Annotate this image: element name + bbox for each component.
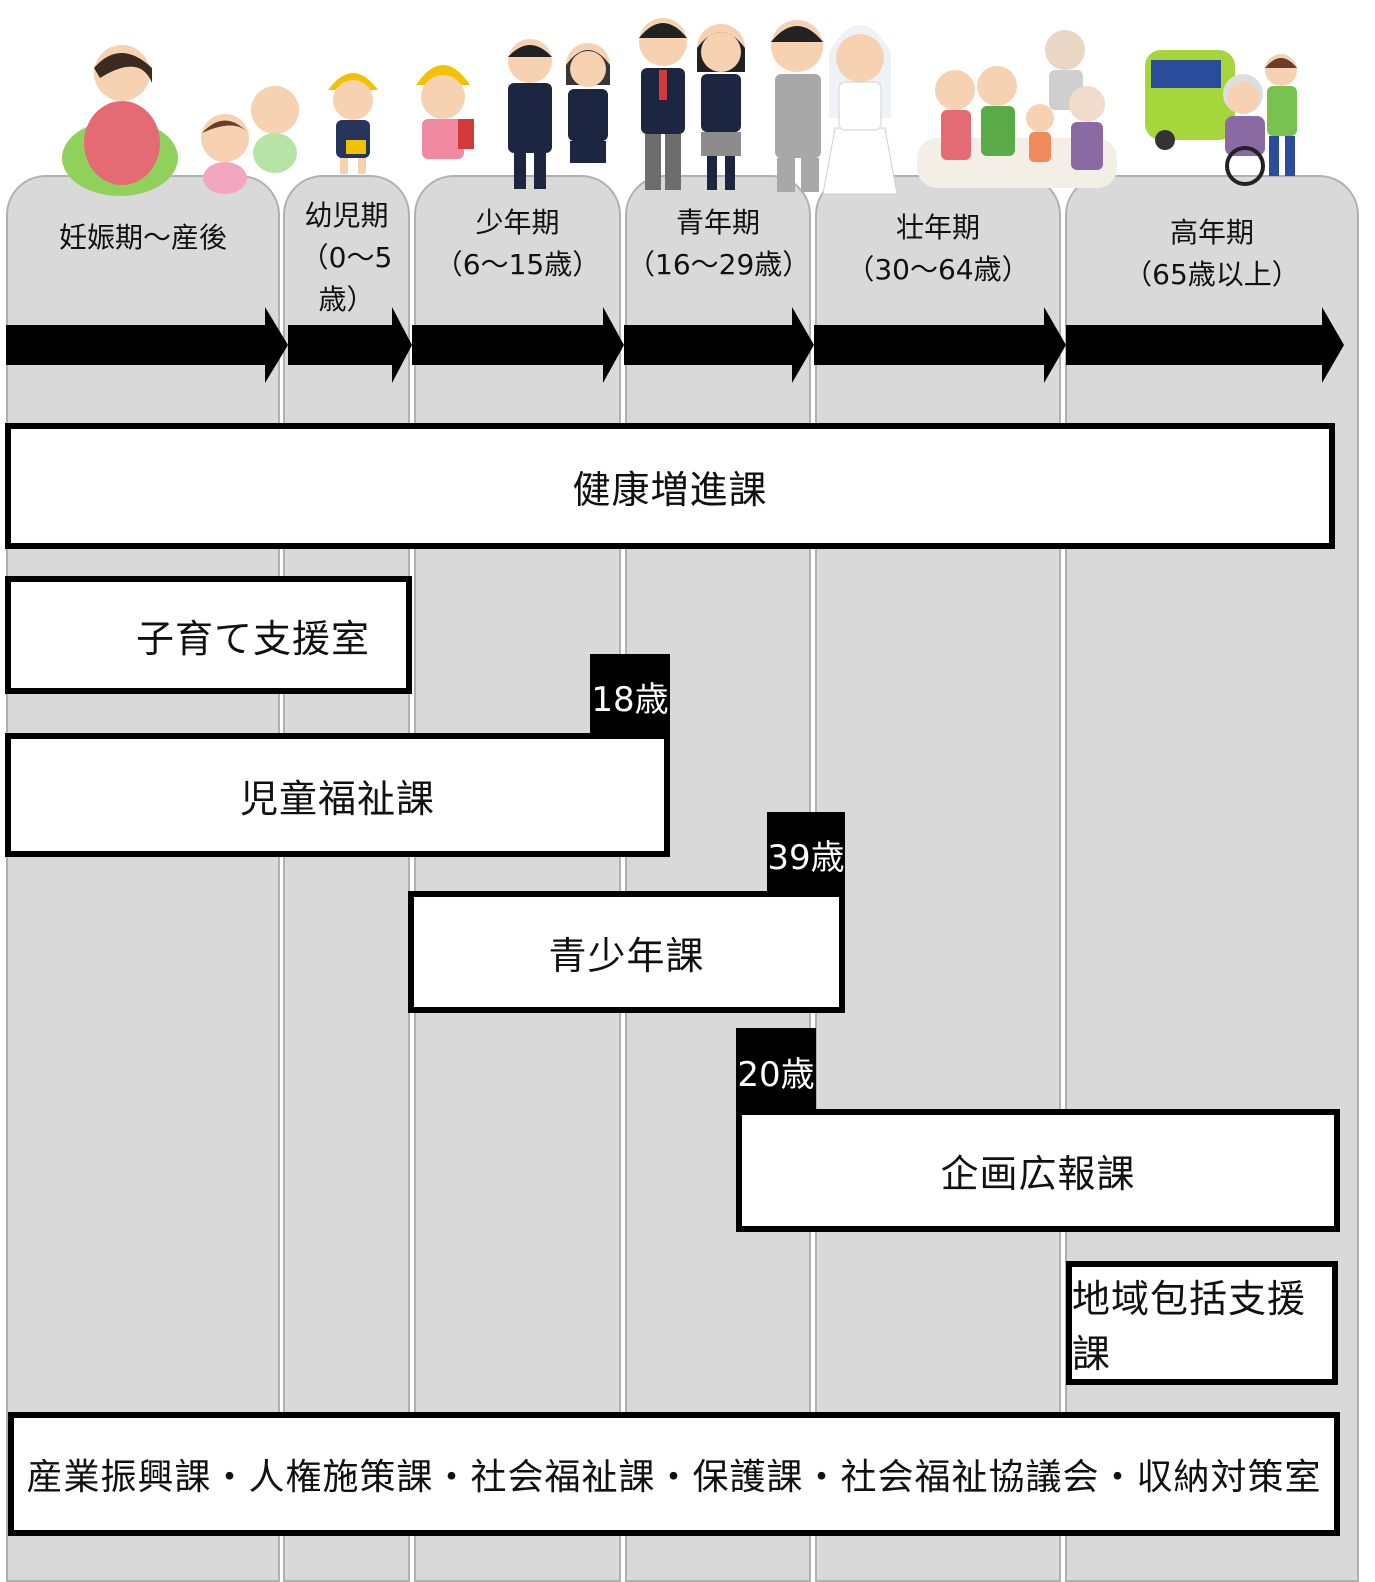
kenko-zoshin-bar: 健康増進課 <box>5 423 1335 549</box>
jido-fukushi-bar: 児童福祉課 <box>5 733 670 857</box>
kenko-zoshin-label: 健康増進課 <box>572 467 768 512</box>
stage-label-elderly: 高年期 （65歳以上） <box>1124 216 1300 291</box>
arrow-young-adult <box>624 307 814 383</box>
kikaku-age-limit-label: 20歳 <box>737 1054 815 1095</box>
other-departments-bar: 産業振興課・人権施策課・社会福祉課・保護課・社会福祉協議会・収納対策室 <box>8 1412 1340 1536</box>
kikaku-koho-label: 企画広報課 <box>940 1152 1136 1196</box>
stage-label-middle-age: 壮年期 （30～64歳） <box>846 211 1030 286</box>
chiiki-hokatsu-label: 地域包括支援課 <box>1072 1277 1307 1376</box>
stage-label-youth: 少年期 （6～15歳） <box>434 206 601 281</box>
arrow-youth <box>412 307 624 383</box>
kosodate-shien-bar: 子育て支援室 <box>5 576 412 694</box>
jido-fukushi-label: 児童福祉課 <box>239 776 435 821</box>
stage-label-pregnancy: 妊娠期～産後 <box>58 221 227 254</box>
seishonen-age-limit-tag: 39歳 <box>767 812 845 896</box>
pregnant-woman-and-babies-illustration <box>62 45 299 196</box>
kindergarten-child-illustration <box>328 73 378 174</box>
seishonen-bar: 青少年課 <box>408 891 845 1013</box>
stage-column-pregnancy: 妊娠期～産後 <box>6 175 280 1582</box>
arrow-elderly <box>1066 307 1344 383</box>
chiiki-hokatsu-bar: 地域包括支援課 <box>1066 1261 1338 1385</box>
wedding-couple-and-family-illustration <box>771 20 1117 195</box>
life-stage-arrows <box>6 307 1344 383</box>
jido-age-limit-label: 18歳 <box>591 679 669 720</box>
arrow-middle-age <box>814 307 1066 383</box>
elderly-care-illustration <box>1145 50 1297 186</box>
stage-column-youth: 少年期 （6～15歳） <box>414 175 621 1582</box>
stage-column-infant: 幼児期 （0～5歳） <box>283 175 410 1582</box>
stage-column-middle-age: 壮年期 （30～64歳） <box>815 175 1061 1582</box>
kikaku-koho-bar: 企画広報課 <box>736 1109 1340 1232</box>
seishonen-label: 青少年課 <box>548 933 705 978</box>
stage-label-young-adult: 青年期 （16～29歳） <box>627 206 811 281</box>
kosodate-shien-label: 子育て支援室 <box>136 616 371 661</box>
arrow-infant <box>288 307 412 383</box>
other-departments-label: 産業振興課・人権施策課・社会福祉課・保護課・社会福祉協議会・収納対策室 <box>26 1457 1322 1498</box>
stage-label-infant: 幼児期 （0～5歳） <box>300 199 393 316</box>
arrow-pregnancy <box>6 307 288 383</box>
schoolchildren-illustration <box>416 39 610 189</box>
seishonen-age-limit-label: 39歳 <box>767 837 845 878</box>
jido-age-limit-tag: 18歳 <box>590 654 670 738</box>
kikaku-age-limit-tag: 20歳 <box>736 1028 816 1114</box>
high-school-students-illustration <box>639 18 745 190</box>
